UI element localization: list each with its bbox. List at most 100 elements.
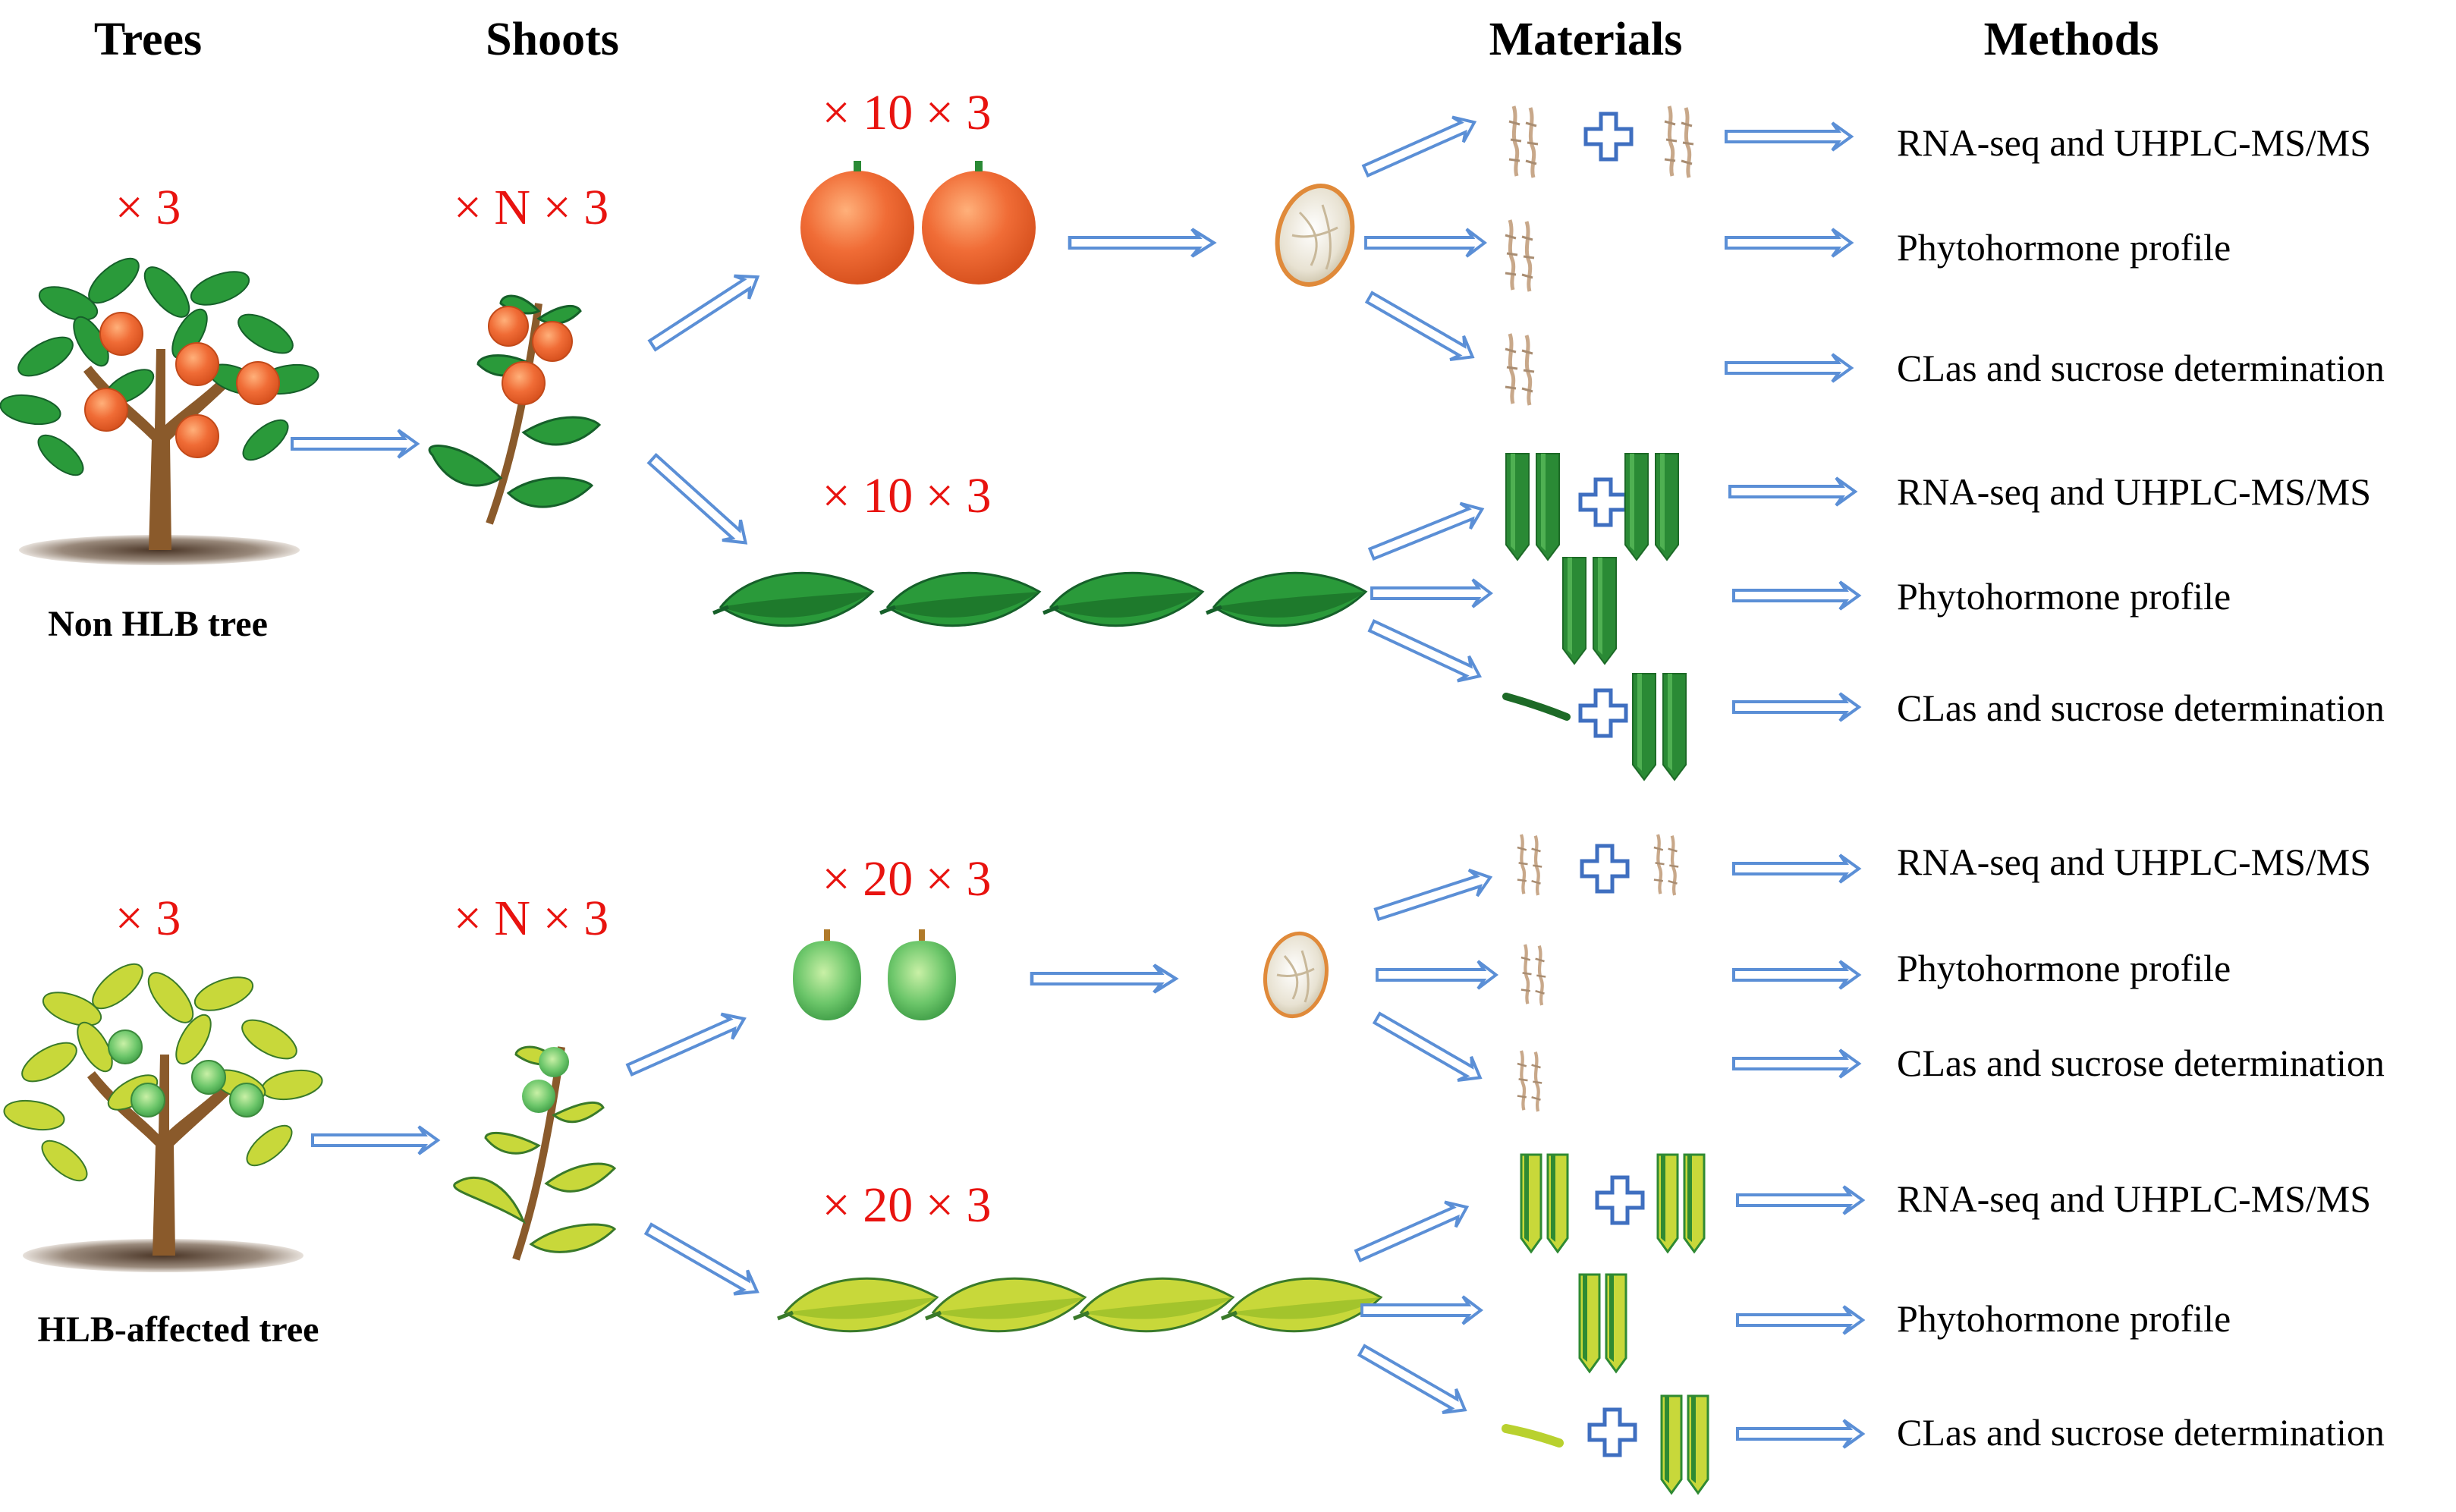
vascular-bundle-icon — [1517, 1051, 1542, 1111]
double-arrow-icon — [1728, 476, 1857, 507]
leaf-strip-icon — [1624, 453, 1649, 561]
double-arrow-icon — [1364, 228, 1486, 258]
plus-icon — [1597, 1177, 1643, 1223]
double-arrow-icon — [1032, 965, 1176, 992]
double-arrow-icon — [622, 1004, 752, 1084]
fruit-icon — [793, 929, 956, 1020]
vascular-bundle-icon — [1665, 106, 1693, 178]
leaf-strip-icon — [1562, 557, 1586, 665]
vascular-bundle-icon — [1509, 106, 1538, 178]
double-arrow-icon — [1365, 495, 1489, 568]
shoot-count: × N × 3 — [454, 180, 609, 235]
plus-icon — [1582, 846, 1627, 891]
double-arrow-icon — [1364, 611, 1487, 690]
double-arrow-icon — [1370, 578, 1492, 608]
plus-icon — [1586, 114, 1631, 159]
method-label: CLas and sucrose determination — [1897, 1411, 2385, 1454]
leaf-strip-icon — [1536, 453, 1560, 561]
shoot-icon — [428, 294, 602, 525]
double-arrow-icon — [1732, 692, 1860, 722]
leaf-count: × 20 × 3 — [822, 1177, 992, 1233]
plus-icon — [1580, 690, 1626, 736]
leaf-strip-icon — [1660, 1394, 1683, 1495]
shoot-count: × N × 3 — [454, 891, 609, 946]
double-arrow-icon — [1371, 863, 1496, 929]
double-arrow-icon — [291, 429, 419, 459]
leaf-icon — [1222, 1278, 1381, 1331]
midrib-strip-icon — [1502, 1424, 1564, 1448]
leaf-icon — [1206, 573, 1366, 625]
leaf-strip-icon — [1520, 1153, 1542, 1253]
leaf-strip-icon — [1656, 1153, 1679, 1253]
leaf-icon — [778, 1278, 937, 1331]
double-arrow-icon — [1369, 1004, 1489, 1091]
header-materials: Materials — [1489, 14, 1683, 65]
leaf-strip-icon — [1593, 557, 1617, 665]
double-arrow-icon — [311, 1125, 439, 1155]
leaf-strip-icon — [1605, 1273, 1627, 1373]
vascular-bundle-icon — [1505, 334, 1534, 405]
double-arrow-icon — [1361, 284, 1481, 370]
fruit-count: × 10 × 3 — [822, 85, 992, 140]
leaf-icon — [926, 1278, 1085, 1331]
method-label: Phytohormone profile — [1897, 947, 2231, 989]
tree-count: × 3 — [115, 180, 181, 235]
tree-icon — [3, 963, 323, 1272]
leaf-icon — [1074, 1278, 1233, 1331]
method-label: Phytohormone profile — [1897, 226, 2231, 269]
method-label: RNA-seq and UHPLC-MS/MS — [1897, 121, 2371, 164]
double-arrow-icon — [1732, 1048, 1860, 1079]
vascular-bundle-icon — [1654, 835, 1678, 895]
header-methods: Methods — [1984, 14, 2159, 65]
leaf-strip-icon — [1546, 1153, 1569, 1253]
leaf-strip-icon — [1687, 1394, 1709, 1495]
tree-icon — [0, 257, 319, 565]
double-arrow-icon — [1358, 108, 1482, 185]
plus-icon — [1590, 1410, 1635, 1455]
double-arrow-icon — [1725, 353, 1853, 383]
method-label: RNA-seq and UHPLC-MS/MS — [1897, 1177, 2371, 1220]
leaf-icon — [880, 573, 1039, 625]
double-arrow-icon — [1376, 960, 1498, 990]
shoot-icon — [453, 1045, 617, 1261]
fruit-pulp-icon — [1275, 184, 1355, 287]
double-arrow-icon — [1354, 1337, 1473, 1423]
leaf-count: × 10 × 3 — [822, 468, 992, 523]
method-label: CLas and sucrose determination — [1897, 347, 2385, 389]
midrib-strip-icon — [1502, 693, 1571, 721]
leaf-strip-icon — [1683, 1153, 1706, 1253]
method-label: CLas and sucrose determination — [1897, 1042, 2385, 1084]
leaf-strip-icon — [1655, 453, 1679, 561]
tree-label: HLB-affected tree — [38, 1309, 319, 1350]
leaf-strip-icon — [1632, 673, 1656, 781]
header-shoots: Shoots — [486, 14, 619, 65]
leaf-icon — [713, 573, 873, 625]
double-arrow-icon — [1725, 228, 1853, 258]
fruit-pulp-icon — [1263, 931, 1329, 1019]
leaf-strip-icon — [1662, 673, 1687, 781]
plus-icon — [1580, 479, 1626, 525]
tree-count: × 3 — [115, 891, 181, 946]
header-trees: Trees — [94, 14, 202, 65]
method-label: RNA-seq and UHPLC-MS/MS — [1897, 470, 2371, 513]
double-arrow-icon — [643, 264, 767, 359]
vascular-bundle-icon — [1517, 835, 1542, 895]
leaf-icon — [1043, 573, 1203, 625]
fruit-icon — [800, 161, 1036, 284]
double-arrow-icon — [1351, 1193, 1474, 1270]
method-label: CLas and sucrose determination — [1897, 687, 2385, 729]
double-arrow-icon — [1070, 229, 1214, 256]
double-arrow-icon — [1725, 121, 1853, 152]
method-label: Phytohormone profile — [1897, 575, 2231, 618]
vascular-bundle-icon — [1521, 945, 1546, 1005]
double-arrow-icon — [1732, 580, 1860, 611]
tree-label: Non HLB tree — [48, 604, 268, 644]
double-arrow-icon — [1736, 1419, 1864, 1449]
leaf-strip-icon — [1578, 1273, 1601, 1373]
fruit-count: × 20 × 3 — [822, 851, 992, 907]
vascular-bundle-icon — [1505, 220, 1534, 291]
method-label: RNA-seq and UHPLC-MS/MS — [1897, 841, 2371, 883]
double-arrow-icon — [1736, 1305, 1864, 1335]
double-arrow-icon — [1360, 1295, 1483, 1325]
